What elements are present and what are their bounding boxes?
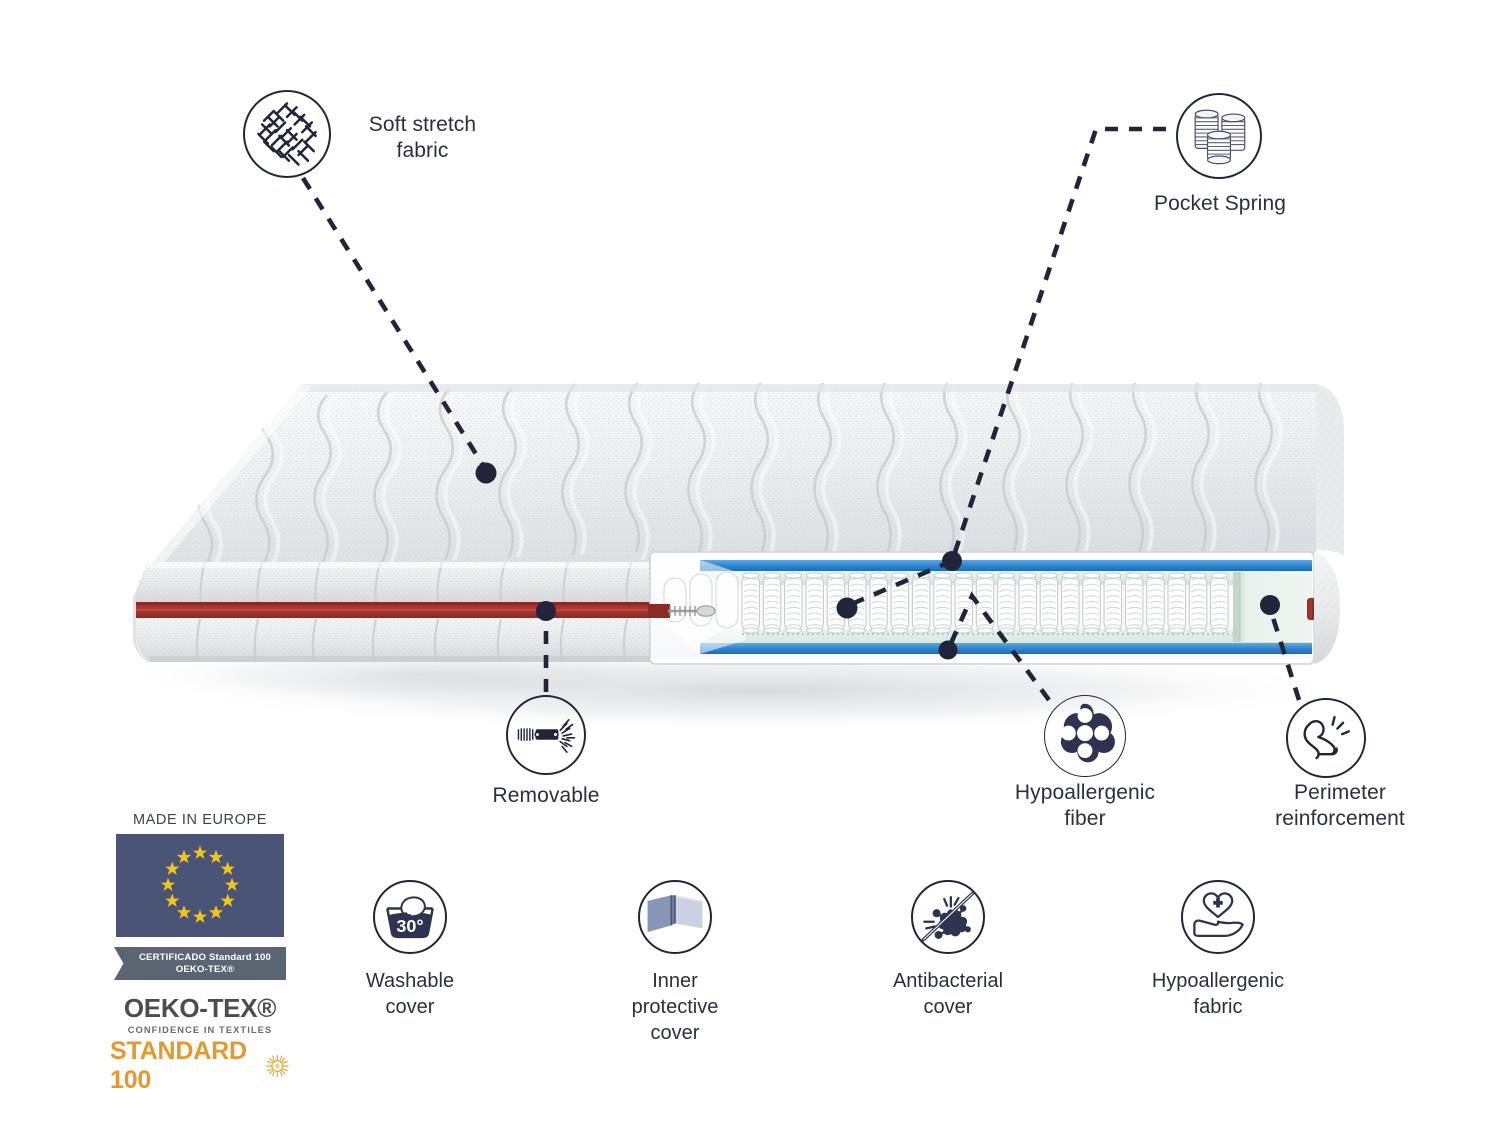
made-in-europe-label: MADE IN EUROPE xyxy=(132,812,268,828)
pocket-spring-coil xyxy=(911,572,931,634)
feature-washable-cover[interactable]: 30° Washable cover xyxy=(315,880,505,1020)
pocket-spring-coil xyxy=(826,572,846,634)
pocket-spring-coil xyxy=(1039,572,1059,634)
feature-inner-protective-cover[interactable]: Inner protective cover xyxy=(580,880,770,1046)
top-blue-cover-edge xyxy=(700,560,1312,571)
pocket-spring-coil xyxy=(1082,572,1101,634)
feature-antibacterial-cover[interactable]: Antibacterial cover xyxy=(853,880,1043,1020)
cutaway-zipper-slider xyxy=(648,604,716,618)
pocket-spring-coil xyxy=(762,572,782,634)
pocket-spring-coil xyxy=(1146,572,1165,634)
leader-perimeter-reinforcement xyxy=(1267,607,1302,701)
pocket-spring-coil xyxy=(1210,572,1229,634)
mattress-cutaway-core xyxy=(648,551,1340,665)
feature-label-hypoallergenic-fabric: Hypoallergenic fabric xyxy=(1151,970,1285,1018)
pocket-spring-coil xyxy=(1018,572,1037,634)
pocket-spring-coils-icon[interactable] xyxy=(1176,93,1262,179)
flexed-arm-icon[interactable] xyxy=(1286,698,1366,778)
callout-label-removable: Removable xyxy=(492,784,600,807)
oeko-tex-standard: STANDARD 100 xyxy=(110,1037,247,1094)
feature-label-antibacterial-cover: Antibacterial cover xyxy=(892,970,1004,1018)
pocket-spring-coil xyxy=(933,572,952,634)
hand-heart-cross-icon xyxy=(1181,880,1255,954)
pocket-spring-core xyxy=(663,571,1229,634)
feature-label-inner-protective-cover: Inner protective cover xyxy=(631,970,719,1044)
pocket-spring-coil xyxy=(869,572,888,634)
wash-tub-30-icon: 30° xyxy=(373,880,447,954)
leader-pocket-spring-core xyxy=(846,558,953,609)
pocket-spring-coil xyxy=(975,572,995,634)
woven-fabric-icon[interactable] xyxy=(243,90,331,178)
ribbon-line-1: CERTIFICADO Standard 100 xyxy=(138,952,272,963)
pocket-spring-coil xyxy=(1124,572,1144,634)
dot-pocket-spring-top xyxy=(942,551,962,571)
certification-ribbon: CERTIFICADO Standard 100 OEKO-TEX® xyxy=(114,947,286,980)
mattress-top-face xyxy=(143,383,1316,577)
dot-soft-stretch xyxy=(475,462,497,484)
pocket-spring-coil xyxy=(1060,572,1080,634)
no-bacteria-icon xyxy=(911,880,985,954)
feature-hypoallergenic-fabric[interactable]: Hypoallergenic fabric xyxy=(1123,880,1313,1020)
callout-label-perimeter-reinforcement: Perimeter reinforcement xyxy=(1275,781,1405,830)
pocket-spring-coil xyxy=(741,572,761,634)
zipper-icon[interactable] xyxy=(506,695,586,775)
callout-label-soft-stretch-fabric: Soft stretch fabric xyxy=(368,113,477,162)
dot-hypoallergenic-fiber xyxy=(938,640,958,660)
pocket-spring-coil xyxy=(784,572,803,634)
eu-flag xyxy=(116,834,284,937)
layered-cover-icon xyxy=(638,880,712,954)
feature-label-washable-cover: Washable cover xyxy=(365,970,455,1018)
certification-badge: MADE IN EUROPE xyxy=(110,812,290,1095)
callout-label-pocket-spring: Pocket Spring xyxy=(1153,192,1287,215)
leader-lines xyxy=(301,126,1302,702)
pocket-spring-coil xyxy=(1167,572,1187,634)
dot-removable xyxy=(536,601,556,621)
ribbon-line-2: OEKO-TEX® xyxy=(175,963,235,975)
fiber-cluster-icon[interactable] xyxy=(1044,695,1126,777)
dot-perimeter-reinforcement xyxy=(1260,595,1280,615)
leader-hypoallergenic-fiber xyxy=(945,591,1051,702)
leader-endpoint-dots xyxy=(475,462,1280,660)
oeko-tex-brand: OEKO-TEX® xyxy=(123,993,277,1023)
dot-pocket-spring xyxy=(836,597,858,619)
pocket-spring-coil xyxy=(1188,572,1208,634)
bottom-blue-cover-edge xyxy=(700,643,1312,654)
pocket-spring-coil xyxy=(954,572,974,634)
pocket-spring-coil xyxy=(805,572,824,634)
pocket-spring-coil xyxy=(997,572,1016,634)
oeko-tex-tagline: CONFIDENCE IN TEXTILES xyxy=(127,1025,273,1035)
mattress-right-corner xyxy=(1316,384,1344,556)
pocket-spring-coil xyxy=(1103,572,1123,634)
leader-soft-stretch xyxy=(301,176,488,472)
wash-temperature-text: 30° xyxy=(396,916,423,936)
sunburst-icon xyxy=(266,1054,289,1078)
callout-label-hypoallergenic-fiber: Hypoallergenic fiber xyxy=(1014,781,1156,830)
